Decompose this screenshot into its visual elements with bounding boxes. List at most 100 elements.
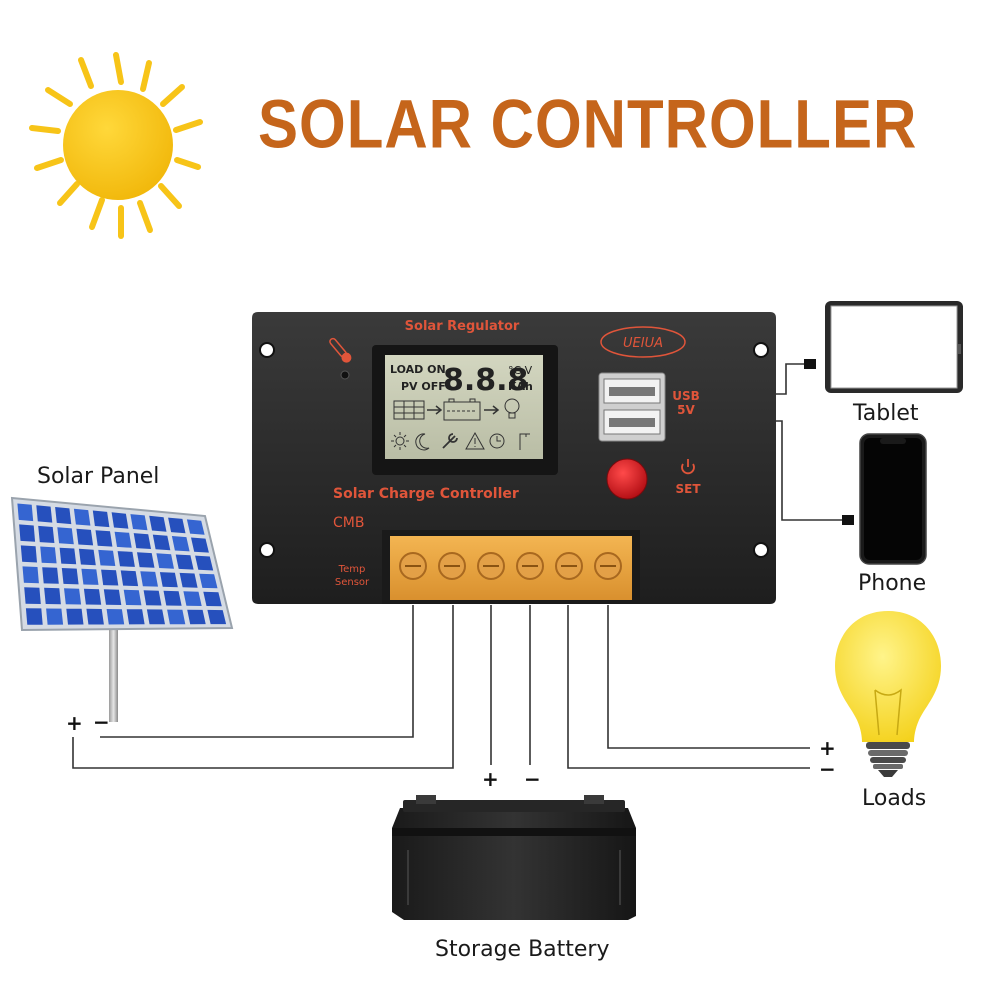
solar-cell: [92, 510, 110, 528]
solar-cell: [83, 588, 102, 605]
mount-hole: [753, 342, 769, 358]
solar-cell: [24, 587, 41, 604]
tablet-label: Tablet: [853, 401, 919, 426]
lcd-warning-icon: [465, 431, 485, 450]
controller-name: Solar Charge Controller: [333, 486, 519, 502]
lcd-wrench-icon: [442, 433, 458, 449]
solar-cell: [57, 527, 74, 545]
solar-cell: [17, 503, 34, 522]
solar-cell: [117, 551, 135, 567]
lcd-bulb-icon: [504, 398, 520, 419]
usb-label: USB: [672, 389, 700, 403]
solar-cell: [59, 547, 77, 565]
solar-panel-icon: [10, 496, 234, 722]
lcd-digits: 8.8.8: [443, 363, 528, 398]
solar-cell: [36, 505, 53, 523]
phone-connector: [842, 515, 854, 525]
lcd-arrow-icon: [484, 405, 500, 415]
battery-minus-sign: −: [524, 767, 541, 791]
model-label: CMB: [333, 515, 364, 531]
solar-cell: [38, 525, 55, 543]
solar-cell: [55, 507, 72, 525]
page-title: SOLAR CONTROLLER: [258, 85, 918, 163]
solar-cell: [20, 545, 37, 563]
solar-cell: [95, 530, 113, 547]
solar-cell: [183, 591, 202, 606]
solar-cell: [111, 512, 129, 529]
solar-cell: [168, 517, 186, 534]
load-negative-wire: [567, 605, 810, 769]
solar-cell: [199, 573, 218, 589]
solar-cell: [106, 609, 125, 625]
thermometer-icon: [329, 337, 352, 363]
charge-controller: Solar Regulator UEIUA LOAD ON PV OFF 8.8…: [252, 312, 776, 604]
solar-cell: [163, 590, 182, 606]
solar-cell: [123, 589, 142, 606]
sun-icon: [29, 52, 203, 239]
solar-cell: [207, 609, 227, 625]
solar-cell: [179, 572, 198, 588]
terminal-block: [382, 530, 640, 604]
lcd-clock-icon: [489, 433, 505, 449]
solar-cell: [81, 568, 99, 585]
tablet-icon: [825, 301, 963, 393]
lcd-battery-icon: [443, 398, 481, 421]
loads-label: Loads: [862, 786, 927, 811]
phone-icon: [859, 433, 927, 565]
solar-cell: [152, 534, 171, 551]
solar-cell: [171, 536, 190, 552]
set-label: SET: [675, 482, 701, 496]
solar-cell: [101, 569, 119, 586]
battery-plus-sign: +: [482, 767, 499, 791]
solar-cell: [73, 508, 91, 526]
tablet-connector: [804, 359, 816, 369]
solar-cell: [156, 553, 174, 569]
lcd-load-on: LOAD ON: [390, 363, 446, 376]
solar-cell: [203, 591, 222, 607]
solar-cell: [78, 548, 96, 566]
pv-positive-wire: [100, 605, 414, 738]
light-bulb-icon: [835, 611, 941, 777]
load-plus-sign: +: [819, 736, 836, 760]
solar-cell: [46, 608, 64, 625]
solar-cell: [159, 572, 178, 588]
mount-hole: [259, 342, 275, 358]
lcd-display: LOAD ON PV OFF 8.8.8 °C V KAh: [372, 345, 558, 475]
lcd-arrow-icon: [427, 405, 443, 415]
regulator-label: Solar Regulator: [405, 319, 520, 334]
solar-cell: [40, 546, 57, 564]
usb-voltage-label: 5V: [677, 403, 695, 417]
solar-cell: [143, 590, 162, 606]
solar-cell: [187, 609, 206, 625]
solar-panel-label: Solar Panel: [37, 464, 160, 489]
lcd-unit-kah: KAh: [508, 380, 533, 393]
temp-sensor-led: [340, 370, 350, 380]
load-positive-wire: [607, 605, 810, 749]
load-minus-sign: −: [819, 757, 836, 781]
solar-cell: [22, 566, 39, 584]
phone-label: Phone: [858, 571, 927, 596]
brand-badge: UEIUA: [623, 336, 663, 351]
solar-cell: [130, 514, 148, 531]
solar-cell: [86, 608, 104, 625]
lcd-unit-cv: °C V: [508, 364, 533, 377]
solar-cell: [195, 555, 214, 571]
usb-port-dual[interactable]: [598, 372, 666, 442]
lcd-streetlight-icon: [519, 433, 530, 450]
solar-cell: [64, 588, 82, 605]
pv-minus-sign: −: [93, 710, 110, 734]
solar-cell: [98, 549, 116, 566]
sensor-label: Sensor: [335, 577, 370, 588]
solar-cell: [140, 571, 158, 587]
mount-hole: [259, 542, 275, 558]
solar-cell: [146, 609, 165, 625]
lcd-solar-panel-icon: [393, 400, 425, 420]
mount-hole: [753, 542, 769, 558]
solar-cell: [167, 609, 186, 625]
solar-cell: [191, 537, 209, 553]
power-icon: [681, 459, 695, 475]
set-button[interactable]: [606, 458, 648, 500]
battery-icon: [392, 795, 636, 920]
solar-cell: [186, 519, 205, 535]
temp-label: Temp: [338, 564, 366, 575]
